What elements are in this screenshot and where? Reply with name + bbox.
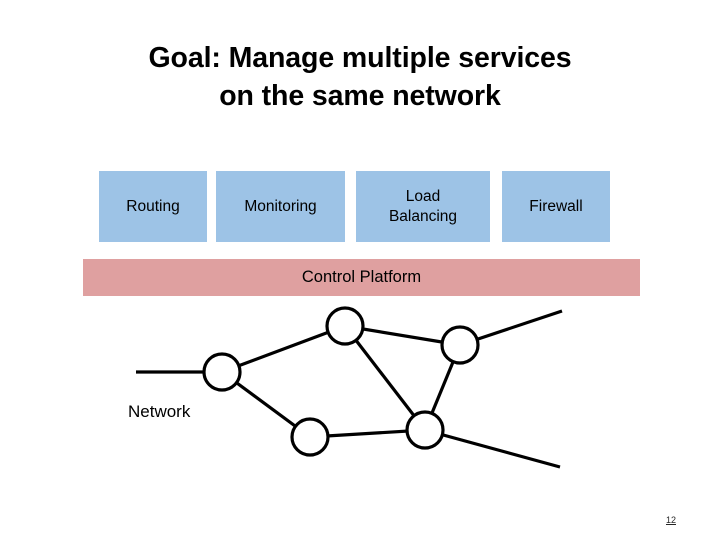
service-box-load-balancing[interactable]: Load Balancing bbox=[356, 171, 490, 242]
page-title-line-1: Goal: Manage multiple services bbox=[148, 42, 572, 74]
service-box-routing[interactable]: Routing bbox=[99, 171, 207, 242]
network-node-n-bottom-right[interactable] bbox=[405, 410, 445, 450]
network-node-n-left[interactable] bbox=[202, 352, 242, 392]
network-edge-e-left-topmiddle bbox=[221, 324, 346, 374]
service-box-monitoring[interactable]: Monitoring bbox=[216, 171, 345, 242]
service-box-monitoring-label: Monitoring bbox=[244, 197, 317, 215]
network-label: Network bbox=[128, 402, 191, 421]
network-node-n-bottom-left[interactable] bbox=[290, 417, 330, 457]
network-edge-e-topmiddle-bottomright bbox=[343, 325, 427, 431]
service-box-routing-label: Routing bbox=[126, 197, 180, 215]
service-box-firewall-label: Firewall bbox=[529, 197, 583, 215]
service-box-load-balancing-label: Load Balancing bbox=[388, 187, 458, 225]
page-title-line-2: on the same network bbox=[219, 79, 501, 112]
page-title: Goal: Manage multiple services on the sa… bbox=[60, 40, 660, 116]
network-node-n-right-upper[interactable] bbox=[440, 325, 480, 365]
network-node-group bbox=[202, 306, 480, 457]
page-number: 12 bbox=[665, 515, 676, 525]
network-node-n-top-middle[interactable] bbox=[325, 306, 365, 346]
service-box-firewall[interactable]: Firewall bbox=[502, 171, 610, 242]
control-platform-label: Control Platform bbox=[301, 268, 422, 286]
control-platform-bar[interactable]: Control Platform bbox=[83, 259, 640, 296]
network-edge-e-stub-bottom-right bbox=[424, 428, 561, 469]
